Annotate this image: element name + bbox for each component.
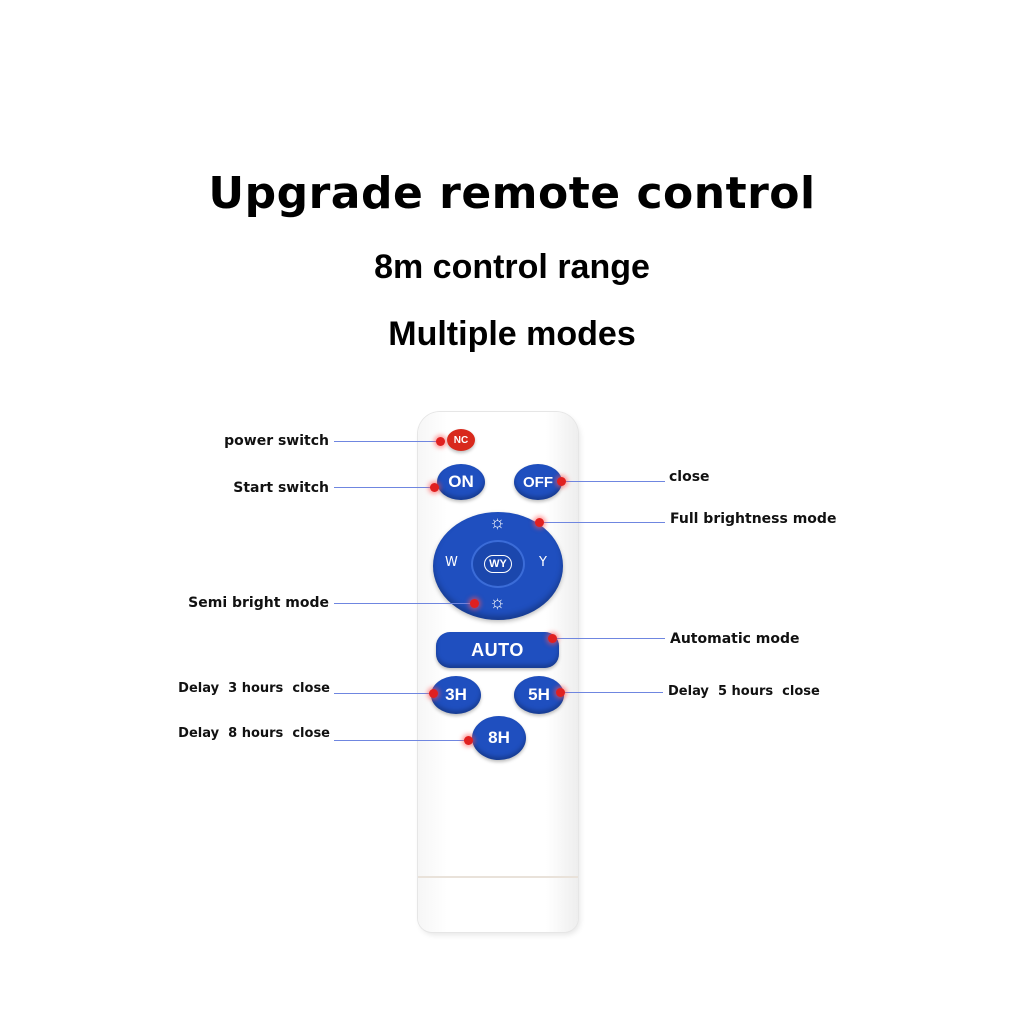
remote-seam bbox=[418, 876, 578, 878]
leader-line-5h bbox=[563, 692, 663, 693]
leader-line-8h bbox=[334, 740, 470, 741]
callout-full-brightness: Full brightness mode bbox=[670, 511, 837, 527]
nc-button[interactable]: NC bbox=[447, 429, 475, 451]
callout-semi-bright: Semi bright mode bbox=[188, 595, 329, 611]
leader-line-semi bbox=[334, 603, 474, 604]
page-title: Upgrade remote control bbox=[208, 168, 816, 219]
remote-control-body bbox=[418, 412, 578, 932]
auto-button[interactable]: AUTO bbox=[436, 632, 559, 668]
callout-delay-5h: Delay 5 hours close bbox=[668, 684, 820, 699]
wy-button-label: WY bbox=[484, 555, 512, 573]
leader-line-auto bbox=[556, 638, 665, 639]
w-button[interactable]: W bbox=[445, 555, 458, 570]
leader-line-start bbox=[334, 487, 432, 488]
callout-start-switch: Start switch bbox=[233, 480, 329, 496]
leader-line-full bbox=[543, 522, 665, 523]
leader-line-3h bbox=[334, 693, 432, 694]
leader-line-close bbox=[565, 481, 665, 482]
marker-close bbox=[557, 477, 566, 486]
marker-power bbox=[436, 437, 445, 446]
callout-power-switch: power switch bbox=[224, 433, 329, 449]
off-button[interactable]: OFF bbox=[514, 464, 562, 500]
delay-8h-button[interactable]: 8H bbox=[472, 716, 526, 760]
callout-close: close bbox=[669, 469, 710, 485]
marker-start bbox=[430, 483, 439, 492]
callout-delay-3h: Delay 3 hours close bbox=[178, 681, 330, 696]
marker-3h bbox=[429, 689, 438, 698]
wy-button[interactable]: WY bbox=[471, 540, 525, 588]
marker-full bbox=[535, 518, 544, 527]
y-button[interactable]: Y bbox=[539, 555, 547, 570]
subtitle-range: 8m control range bbox=[374, 248, 650, 286]
semi-bright-sun-icon[interactable]: ☼ bbox=[489, 592, 506, 612]
full-brightness-sun-icon[interactable]: ☼ bbox=[489, 512, 506, 532]
on-button[interactable]: ON bbox=[437, 464, 485, 500]
leader-line-power bbox=[334, 441, 440, 442]
subtitle-modes: Multiple modes bbox=[388, 315, 636, 353]
callout-automatic: Automatic mode bbox=[670, 631, 800, 647]
delay-3h-button[interactable]: 3H bbox=[431, 676, 481, 714]
marker-5h bbox=[556, 688, 565, 697]
marker-auto bbox=[548, 634, 557, 643]
delay-5h-button[interactable]: 5H bbox=[514, 676, 564, 714]
callout-delay-8h: Delay 8 hours close bbox=[178, 726, 330, 741]
marker-semi bbox=[470, 599, 479, 608]
marker-8h bbox=[464, 736, 473, 745]
